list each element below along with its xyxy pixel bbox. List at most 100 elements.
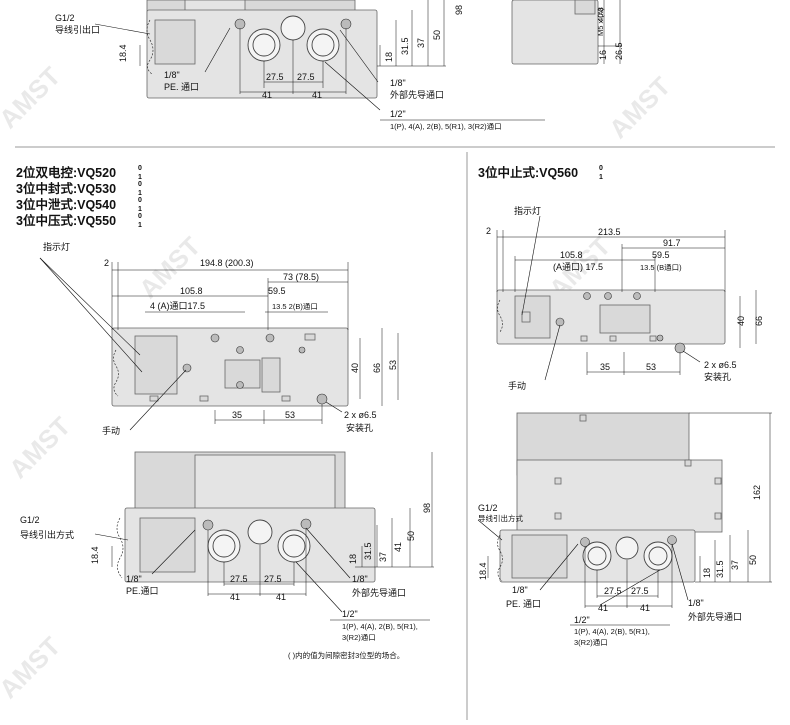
left-front-dims <box>94 452 434 613</box>
top-connector-box <box>154 19 196 65</box>
right-dim-31-5: 31.5 <box>715 560 725 578</box>
right-dim-41b: 41 <box>640 603 650 613</box>
left-dim-18-4: 18.4 <box>90 546 100 564</box>
left-title-block: 2位双电控:VQ520 0 1 3位中封式:VQ530 0 1 3位中泄式:VQ… <box>16 165 142 229</box>
right-mount-size: 2 x ø6.5 <box>704 360 737 370</box>
right-ext-inch: 1/8" <box>688 598 704 608</box>
left-pe-port: PE.通口 <box>126 586 159 596</box>
left-dim-41b: 41 <box>276 592 286 602</box>
left-dim-53: 53 <box>285 410 295 420</box>
left-title-4-sup: 0 <box>138 213 142 220</box>
left-dim-2: 2 <box>104 258 109 268</box>
top-dim-16: 16 <box>598 50 608 60</box>
right-port-2 <box>615 536 639 560</box>
left-dim-40: 40 <box>350 363 360 373</box>
right-dim-27-5a: 27.5 <box>604 586 622 596</box>
top-ports-label: 1(P), 4(A), 2(B), 5(R1), 3(R2)通口 <box>390 121 502 131</box>
right-dim-41a: 41 <box>598 603 608 613</box>
left-a-port-label: 4 (A)通口17.5 <box>150 301 205 311</box>
left-b-port-label: 13.5 2(B)通口 <box>272 301 318 311</box>
left-indicator-label: 指示灯 <box>43 241 70 252</box>
top-lead-wire <box>146 19 154 75</box>
right-dim-18: 18 <box>702 568 712 578</box>
right-dim-53: 53 <box>646 362 656 372</box>
right-dim-40: 40 <box>736 316 746 326</box>
left-dim-105-8: 105.8 <box>180 286 203 296</box>
right-title: 3位中止式:VQ560 0 1 <box>478 165 603 181</box>
left-dim-194-8: 194.8 (200.3) <box>200 258 254 268</box>
top-dim-18: 18 <box>384 52 394 62</box>
top-dim-37: 37 <box>416 38 426 48</box>
svg-text:0: 0 <box>599 165 603 172</box>
left-dim-27-5a: 27.5 <box>230 574 248 584</box>
top-dim-41a: 41 <box>262 90 272 100</box>
right-front-view <box>497 412 723 583</box>
svg-text:AMST: AMST <box>3 411 76 484</box>
top-dim-31-5: 31.5 <box>400 37 410 55</box>
top-pe-port: PE. 通口 <box>164 82 199 92</box>
top-ext-hole <box>340 18 352 30</box>
right-g12-label: G1/2 <box>478 503 498 513</box>
left-mount-hole <box>316 393 328 405</box>
top-ext-inch: 1/8" <box>390 78 406 88</box>
left-dim-41-vertical: 41 <box>393 542 403 552</box>
left-mount-size: 2 x ø6.5 <box>344 410 377 420</box>
left-dim-35: 35 <box>232 410 242 420</box>
top-port-2 <box>280 15 306 41</box>
left-pe-inch: 1/8" <box>126 574 142 584</box>
left-title-3: 3位中泄式:VQ540 <box>16 197 116 212</box>
right-dim-50: 50 <box>748 555 758 565</box>
right-indicator-label: 指示灯 <box>514 205 541 216</box>
right-manual-label: 手动 <box>508 380 526 391</box>
top-front-view <box>146 0 378 99</box>
right-pe-port: PE. 通口 <box>506 599 541 609</box>
left-dim-41a: 41 <box>230 592 240 602</box>
svg-text:1: 1 <box>599 174 603 181</box>
left-title-2: 3位中封式:VQ530 <box>16 181 116 196</box>
right-lead-dir-label: 导线引出方式 <box>478 513 523 523</box>
top-lead-outlet-label: 导线引出口 <box>55 24 100 35</box>
right-a-port: (A通口) 17.5 <box>553 262 603 272</box>
top-dim-18-4: 18.4 <box>118 44 128 62</box>
right-dim-2: 2 <box>486 226 491 236</box>
right-dim-35: 35 <box>600 362 610 372</box>
left-title-3-sub: 1 <box>138 206 142 213</box>
right-plan-view <box>496 289 726 354</box>
left-dim-18: 18 <box>348 554 358 564</box>
top-dim-50: 50 <box>432 30 442 40</box>
right-ports-line-1: 1(P), 4(A), 2(B), 5(R1), <box>574 627 650 636</box>
left-title-1-sub: 1 <box>138 174 142 181</box>
top-dimensions <box>94 0 446 111</box>
left-dim-53-vertical: 53 <box>388 360 398 370</box>
left-ext-inch: 1/8" <box>352 574 368 584</box>
left-mount-label: 安装孔 <box>346 422 373 433</box>
left-dim-50: 50 <box>406 531 416 541</box>
top-dim-26-5: 26.5 <box>614 42 624 60</box>
left-lead-dir-label: 导线引出方式 <box>20 529 74 540</box>
left-dim-37: 37 <box>378 552 388 562</box>
right-dim-105-8: 105.8 <box>560 250 583 260</box>
left-title-1: 2位双电控:VQ520 <box>16 165 116 180</box>
left-port-2 <box>247 519 273 545</box>
left-title-3-sup: 0 <box>138 197 142 204</box>
left-plan-center-box <box>261 357 281 393</box>
right-dim-66: 66 <box>754 316 764 326</box>
top-side-view <box>511 0 622 65</box>
left-manual-button <box>182 363 192 373</box>
top-dim-98: 98 <box>454 5 464 15</box>
left-dim-59-5: 59.5 <box>268 286 286 296</box>
left-title-2-sub: 1 <box>138 190 142 197</box>
left-front-view <box>116 451 376 583</box>
left-dim-31-5: 31.5 <box>363 542 373 560</box>
right-center-body <box>516 459 723 533</box>
top-side-body <box>511 0 599 65</box>
top-port-3-inner <box>311 33 335 57</box>
left-ports-line-1: 1(P), 4(A), 2(B), 5(R1), <box>342 622 418 631</box>
svg-text:3位中止式:VQ560: 3位中止式:VQ560 <box>478 165 578 180</box>
left-ext-pilot: 外部先导通口 <box>352 587 406 598</box>
left-plan-view <box>111 327 349 407</box>
right-b-port: 13.5 (B通口) <box>640 262 682 272</box>
left-ports-line-2: 3(R2)通口 <box>342 632 376 642</box>
right-dim-59-5: 59.5 <box>652 250 670 260</box>
left-title-4-sub: 1 <box>138 222 142 229</box>
